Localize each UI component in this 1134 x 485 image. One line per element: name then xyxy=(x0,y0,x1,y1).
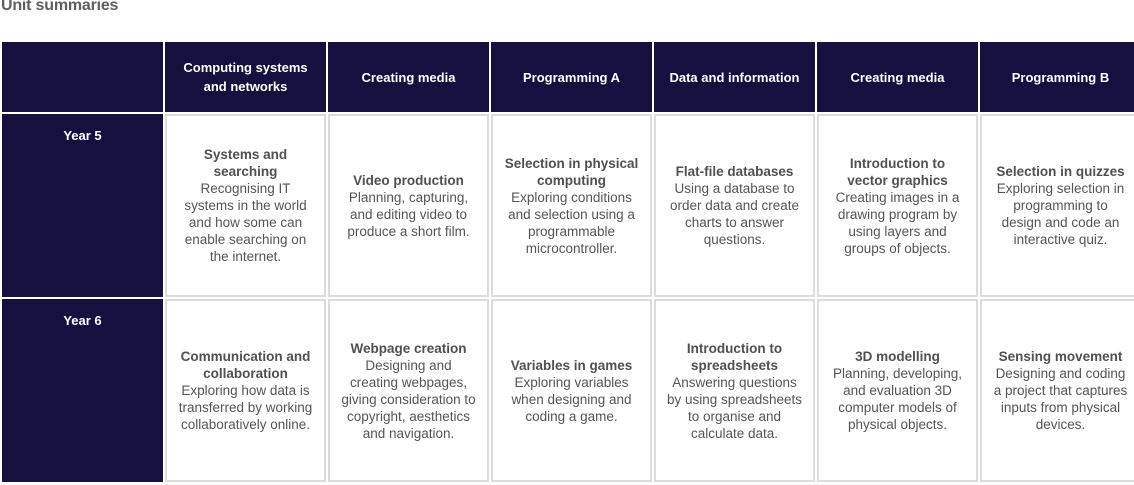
unit-title: Sensing movement xyxy=(998,349,1123,364)
column-header: Programming A xyxy=(491,42,652,112)
unit-title: Selection in physical computing xyxy=(504,155,639,188)
header-corner-cell xyxy=(2,42,163,112)
unit-cell: Video production Planning, capturing, an… xyxy=(328,114,489,297)
unit-cell: Variables in games Exploring variables w… xyxy=(491,299,652,482)
unit-description: Recognising IT systems in the world and … xyxy=(184,181,307,264)
unit-cell: 3D modelling Planning, developing, and e… xyxy=(817,299,978,482)
unit-title: Video production xyxy=(353,172,464,188)
unit-description: Exploring variables when designing and c… xyxy=(511,374,632,424)
unit-cell: Webpage creation Designing and creating … xyxy=(328,299,489,482)
column-header: Creating media xyxy=(817,42,978,112)
unit-cell: Selection in physical computing Explorin… xyxy=(491,114,652,297)
unit-description: Exploring selection in programming to de… xyxy=(996,181,1125,247)
column-header: Creating media xyxy=(328,42,489,112)
unit-description: Using a database to order data and creat… xyxy=(669,181,800,247)
unit-description: Designing and creating webpages, giving … xyxy=(341,357,476,441)
unit-title: Flat-file databases xyxy=(675,164,794,179)
column-header: Computing systems and networks xyxy=(165,42,326,112)
unit-description: Creating images in a drawing program by … xyxy=(835,189,960,256)
unit-cell: Introduction to spreadsheets Answering q… xyxy=(654,299,815,482)
unit-description: Exploring conditions and selection using… xyxy=(508,189,635,256)
unit-cell: Systems and searching Recognising IT sys… xyxy=(165,114,326,297)
unit-cell: Communication and collaboration Explorin… xyxy=(165,299,326,482)
unit-description: Designing and coding a project that capt… xyxy=(993,366,1128,432)
unit-title: 3D modelling xyxy=(855,349,940,364)
unit-summaries-table: Computing systems and networks Creating … xyxy=(2,42,1134,484)
unit-cell: Introduction to vector graphics Creating… xyxy=(817,114,978,297)
page-title: Unit summaries xyxy=(1,0,119,14)
unit-cell: Sensing movement Designing and coding a … xyxy=(980,299,1134,482)
unit-description: Planning, developing, and evaluation 3D … xyxy=(832,366,963,432)
unit-description: Planning, capturing, and editing video t… xyxy=(347,189,470,239)
row-header-year: Year 5 xyxy=(2,114,163,297)
unit-title: Webpage creation xyxy=(350,340,467,356)
unit-title: Variables in games xyxy=(510,357,633,373)
unit-description: Answering questions by using spreadsheet… xyxy=(666,374,803,441)
unit-title: Introduction to vector graphics xyxy=(847,155,948,188)
unit-cell: Flat-file databases Using a database to … xyxy=(654,114,815,297)
unit-title: Systems and searching xyxy=(203,147,288,179)
row-header-year: Year 6 xyxy=(2,299,163,482)
unit-title: Selection in quizzes xyxy=(996,164,1125,179)
unit-title: Communication and collaboration xyxy=(180,349,311,381)
unit-title: Introduction to spreadsheets xyxy=(686,340,783,373)
column-header: Programming B xyxy=(980,42,1134,112)
unit-cell: Selection in quizzes Exploring selection… xyxy=(980,114,1134,297)
unit-description: Exploring how data is transferred by wor… xyxy=(178,383,313,432)
column-header: Data and information xyxy=(654,42,815,112)
